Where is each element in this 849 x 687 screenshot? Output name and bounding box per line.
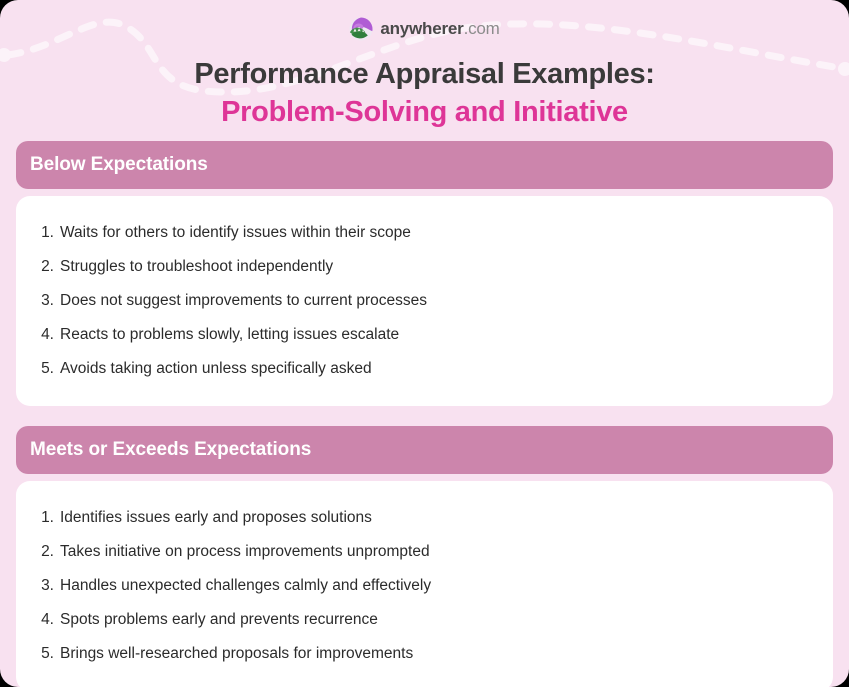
list-item-number: 2. — [41, 258, 54, 275]
brand-tld: .com — [463, 19, 500, 38]
section-card-below-expectations: 1. Waits for others to identify issues w… — [16, 196, 833, 406]
page-title: Performance Appraisal Examples: Problem-… — [0, 55, 849, 131]
list-item-number: 4. — [41, 326, 54, 343]
globe-logo-icon — [349, 17, 373, 41]
list-item: 2. Takes initiative on process improveme… — [34, 535, 815, 569]
list-item-text: Identifies issues early and proposes sol… — [60, 509, 372, 526]
list-item-text: Spots problems early and prevents recurr… — [60, 611, 378, 628]
list-item-number: 3. — [41, 577, 54, 594]
list-item-number: 1. — [41, 224, 54, 241]
list-item: 3. Handles unexpected challenges calmly … — [34, 569, 815, 603]
list-item-text: Waits for others to identify issues with… — [60, 224, 411, 241]
list-item-text: Brings well-researched proposals for imp… — [60, 645, 414, 662]
list-item-text: Struggles to troubleshoot independently — [60, 258, 334, 275]
list-item: 5. Avoids taking action unless specifica… — [34, 352, 815, 386]
list-item-text: Handles unexpected challenges calmly and… — [60, 577, 432, 594]
list-item-text: Reacts to problems slowly, letting issue… — [60, 326, 400, 343]
item-list-below-expectations: 1. Waits for others to identify issues w… — [34, 216, 815, 386]
list-item-text: Takes initiative on process improvements… — [60, 543, 430, 560]
item-list-meets-or-exceeds-expectations: 1. Identifies issues early and proposes … — [34, 501, 815, 671]
list-item: 4. Reacts to problems slowly, letting is… — [34, 318, 815, 352]
list-item-text: Avoids taking action unless specifically… — [60, 360, 372, 377]
sections-container: Below Expectations 1. Waits for others t… — [16, 141, 833, 687]
list-item-number: 4. — [41, 611, 54, 628]
list-item-number: 1. — [41, 509, 54, 526]
page-title-line-1: Performance Appraisal Examples: — [194, 58, 655, 90]
brand-logo[interactable]: anywherer.com — [0, 16, 849, 42]
list-item-text: Does not suggest improvements to current… — [60, 292, 428, 309]
list-item: 1. Identifies issues early and proposes … — [34, 501, 815, 535]
section-header-label: Below Expectations — [30, 154, 208, 175]
list-item-number: 5. — [41, 360, 54, 377]
section-header-label: Meets or Exceeds Expectations — [30, 439, 312, 460]
list-item: 2. Struggles to troubleshoot independent… — [34, 250, 815, 284]
section-header-below-expectations: Below Expectations — [16, 141, 833, 189]
section-header-meets-or-exceeds-expectations: Meets or Exceeds Expectations — [16, 426, 833, 474]
page-title-line-2: Problem-Solving and Initiative — [221, 96, 628, 128]
list-item: 4. Spots problems early and prevents rec… — [34, 603, 815, 637]
list-item: 3. Does not suggest improvements to curr… — [34, 284, 815, 318]
list-item: 5. Brings well-researched proposals for … — [34, 637, 815, 671]
section-card-meets-or-exceeds-expectations: 1. Identifies issues early and proposes … — [16, 481, 833, 687]
list-item-number: 3. — [41, 292, 54, 309]
section-meets-or-exceeds-expectations: Meets or Exceeds Expectations 1. Identif… — [16, 426, 833, 687]
brand-wordmark: anywherer.com — [380, 19, 499, 39]
list-item-number: 2. — [41, 543, 54, 560]
list-item-number: 5. — [41, 645, 54, 662]
brand-name: anywherer — [380, 19, 464, 38]
list-item: 1. Waits for others to identify issues w… — [34, 216, 815, 250]
section-below-expectations: Below Expectations 1. Waits for others t… — [16, 141, 833, 406]
